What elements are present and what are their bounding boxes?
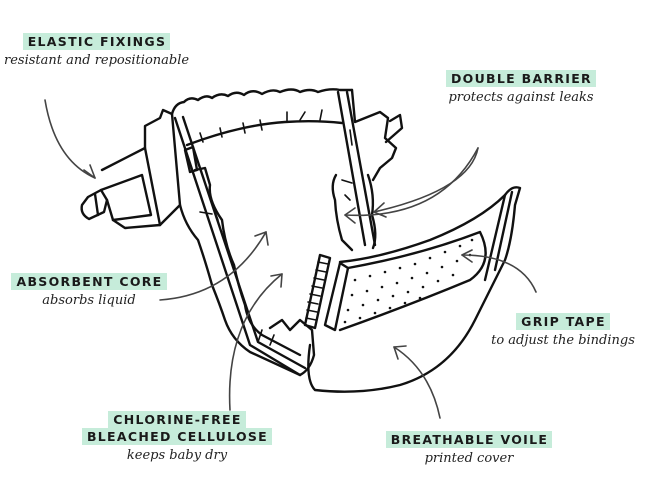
callout-grip-tape: GRIP TAPE to adjust the bindings [488, 311, 638, 348]
callout-elastic-fixings: ELASTIC FIXINGS resistant and reposition… [4, 31, 189, 68]
callout-subtitle: protects against leaks [448, 90, 594, 105]
waistband [170, 88, 354, 147]
callout-title: ELASTIC FIXINGS [22, 33, 171, 50]
arrow-elastic-fixings [44, 99, 96, 179]
arrow-cellulose [228, 273, 283, 411]
arrow-absorbent-core [159, 231, 267, 301]
callout-subtitle: to adjust the bindings [491, 333, 635, 348]
arrow-breathable-voile [393, 346, 441, 419]
callout-cellulose: CHLORINE-FREE BLEACHED CELLULOSE keeps b… [74, 411, 280, 463]
callout-arrows [44, 99, 537, 419]
callout-subtitle: resistant and repositionable [4, 53, 190, 68]
callout-title: DOUBLE BARRIER [445, 70, 596, 87]
arrow-grip-tape [461, 254, 537, 293]
callout-title: ABSORBENT CORE [11, 273, 167, 290]
elastic-fixing-tab [80, 108, 182, 230]
callout-subtitle: printed cover [424, 451, 514, 466]
callout-title-line-2: BLEACHED CELLULOSE [81, 428, 273, 445]
callout-absorbent-core: ABSORBENT CORE absorbs liquid [6, 271, 172, 308]
grip-tape-dots [343, 238, 474, 324]
callout-title-line-1: CHLORINE-FREE [108, 411, 246, 428]
front-panel [303, 186, 522, 393]
callout-subtitle: keeps baby dry [126, 448, 228, 463]
right-barrier [331, 88, 404, 252]
callout-title: BREATHABLE VOILE [385, 431, 553, 448]
callout-double-barrier: DOUBLE BARRIER protects against leaks [436, 68, 606, 105]
callout-breathable-voile: BREATHABLE VOILE printed cover [378, 429, 560, 466]
arrow-double-barrier-1 [344, 147, 479, 217]
left-barrier [173, 115, 316, 377]
callout-subtitle: absorbs liquid [42, 293, 136, 308]
callout-title: GRIP TAPE [516, 313, 610, 330]
